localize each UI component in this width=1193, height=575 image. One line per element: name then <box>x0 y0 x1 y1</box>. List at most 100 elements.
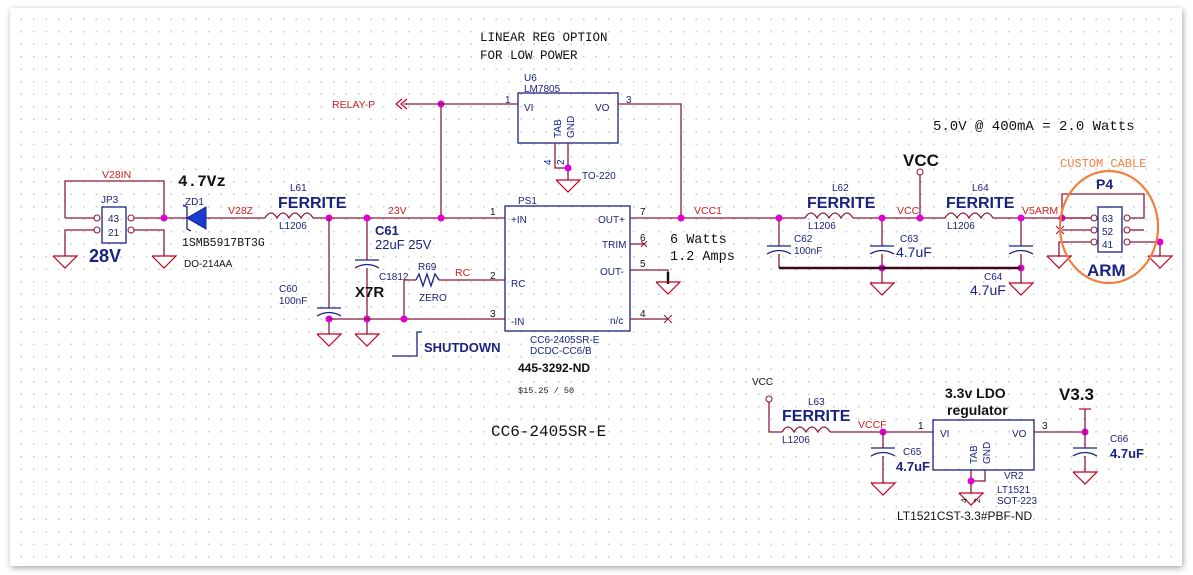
l62-ferrite[interactable]: L62 FERRITE L1206 <box>804 183 945 232</box>
note-power-5v: 5.0V @ 400mA = 2.0 Watts <box>933 119 1135 135</box>
net-relay-p: RELAY-P <box>332 99 375 111</box>
c61-value: 22uF 25V <box>375 237 432 252</box>
u6-ref: U6 <box>524 73 537 84</box>
ground-symbol <box>1008 282 1034 296</box>
custom-cable-label: CUSTOM CABLE <box>1060 157 1146 171</box>
vr2-pin-4: 4 <box>959 498 969 503</box>
ps1-pin-num-3: 3 <box>490 309 496 320</box>
note-dcdc-part: CC6-2405SR-E <box>491 423 606 441</box>
u6-pin-3: 3 <box>626 95 632 106</box>
jp3-connector[interactable]: JP3 43 21 28V V28IN <box>52 169 185 269</box>
r69-ref: R69 <box>418 262 437 273</box>
c60-capacitor[interactable]: C60 100nF <box>279 218 342 347</box>
ps1-pin-nc: n/c <box>610 316 623 327</box>
ps1-pin-num-5: 5 <box>640 259 646 270</box>
zd1-value: 4.7Vz <box>178 173 226 191</box>
ps1-pin-trim: TRIM <box>602 240 626 251</box>
v33-label: V3.3 <box>1059 385 1094 404</box>
p4-ref: P4 <box>1096 176 1113 192</box>
ldo-title-1: 3.3v LDO <box>945 385 1006 401</box>
ground-symbol <box>555 179 581 193</box>
c60-ref: C60 <box>279 284 298 295</box>
vr2-pin-gnd: GND <box>982 442 993 464</box>
net-v28in: V28IN <box>102 169 131 181</box>
r69-resistor[interactable]: R69 ZERO RC <box>329 262 505 323</box>
net-vccf: VCCF <box>858 419 887 431</box>
ground-symbol <box>354 333 380 347</box>
l62-value: FERRITE <box>807 195 876 212</box>
ps1-pin-out-p: OUT+ <box>598 215 625 226</box>
l61-ref: L61 <box>290 183 307 194</box>
ps1-pin-in-n: -IN <box>511 317 524 328</box>
l64-package: L1206 <box>947 221 975 232</box>
c61-dielectric: X7R <box>355 284 384 301</box>
ps1-pin-in-p: +IN <box>511 215 527 226</box>
u6-lm7805[interactable]: U6 LM7805 VI VO TAB GND 1 3 4 2 TO-220 <box>505 73 682 218</box>
c66-value: 4.7uF <box>1110 446 1144 461</box>
l63-package: L1206 <box>782 435 810 446</box>
u6-pin-1: 1 <box>505 95 511 106</box>
jp3-label: 28V <box>89 246 121 266</box>
vr2-pin-tab: TAB <box>969 445 980 464</box>
ps1-part: CC6-2405SR-E <box>530 335 600 346</box>
note-amps: 1.2 Amps <box>670 250 735 265</box>
c64-capacitor[interactable]: C64 4.7uF V5ARM <box>970 205 1058 298</box>
c63-ref: C63 <box>900 234 919 245</box>
p4-connector[interactable]: 63 52 41 P4 ARM <box>1046 176 1173 280</box>
c65-ref: C65 <box>903 447 922 458</box>
ps1-dcdc-converter[interactable]: PS1 +IN RC -IN OUT+ TRIM OUT- n/c 1 2 3 … <box>490 196 681 396</box>
jp3-pin-43: 43 <box>108 214 120 225</box>
ps1-pin-num-7: 7 <box>640 207 646 218</box>
c61-package: C1812 <box>379 272 409 283</box>
l61-package: L1206 <box>279 221 307 232</box>
u6-pin-vi: VI <box>524 103 533 114</box>
zd1-part: 1SMB5917BT3G <box>182 237 265 250</box>
p4-pin-41: 41 <box>1102 240 1114 251</box>
c64-value: 4.7uF <box>970 282 1006 298</box>
p4-pin-52: 52 <box>1102 227 1114 238</box>
c62-ref: C62 <box>794 234 813 245</box>
vcc-power-port[interactable]: VCC VCC <box>897 151 939 222</box>
c61-ref: C61 <box>375 223 399 238</box>
u6-pin-2: 2 <box>556 159 567 165</box>
vr2-pin-1: 1 <box>918 421 924 432</box>
jp3-pin-21: 21 <box>108 228 120 239</box>
c61-capacitor[interactable]: C61 22uF 25V C1812 X7R <box>354 214 432 347</box>
ldo-section[interactable]: VCC L63 FERRITE L1206 VCCF C65 4.7uF 3.3… <box>752 377 1144 523</box>
ps1-ref: PS1 <box>518 196 537 207</box>
custom-cable-highlight <box>1058 169 1160 285</box>
l63-ref: L63 <box>808 397 825 408</box>
c64-ref: C64 <box>984 272 1003 283</box>
l62-package: L1206 <box>808 221 836 232</box>
zd1-package: DO-214AA <box>184 259 233 270</box>
relay-branch[interactable]: RELAY-P <box>332 98 518 222</box>
note-linear-reg-2: FOR LOW POWER <box>480 49 578 63</box>
p4-label: ARM <box>1087 261 1126 280</box>
c63-capacitor[interactable]: C63 4.7uF <box>869 214 932 296</box>
note-linear-reg-1: LINEAR REG OPTION <box>480 31 608 45</box>
vr2-package: SOT-223 <box>997 496 1037 507</box>
ps1-pin-rc: RC <box>511 279 525 290</box>
vr2-pin-3: 3 <box>1042 421 1048 432</box>
net-v28z: V28Z <box>228 205 254 217</box>
shutdown-label: SHUTDOWN <box>424 340 501 355</box>
l61-value: FERRITE <box>278 195 347 212</box>
ground-symbol <box>52 255 78 269</box>
c63-value: 4.7uF <box>896 244 932 260</box>
u6-pin-tab: TAB <box>553 119 564 138</box>
ps1-pin-num-1: 1 <box>490 207 496 218</box>
u6-pin-4: 4 <box>543 159 554 165</box>
u6-pin-vo: VO <box>595 103 610 114</box>
vr2-ref: VR2 <box>1004 471 1024 482</box>
ps1-pin-num-6: 6 <box>640 233 646 244</box>
c62-capacitor[interactable]: C62 100nF <box>766 214 822 269</box>
zd1-zener-diode[interactable]: ZD1 4.7Vz 1SMB5917BT3G DO-214AA V28Z <box>178 173 265 270</box>
net-23v: 23V <box>388 205 407 217</box>
jp3-ref: JP3 <box>101 195 119 206</box>
ldo-vcc-label: VCC <box>752 377 773 388</box>
zd1-ref: ZD1 <box>185 197 204 208</box>
ground-symbol <box>1147 255 1173 269</box>
ground-symbol <box>869 282 895 296</box>
c65-value: 4.7uF <box>896 459 930 474</box>
